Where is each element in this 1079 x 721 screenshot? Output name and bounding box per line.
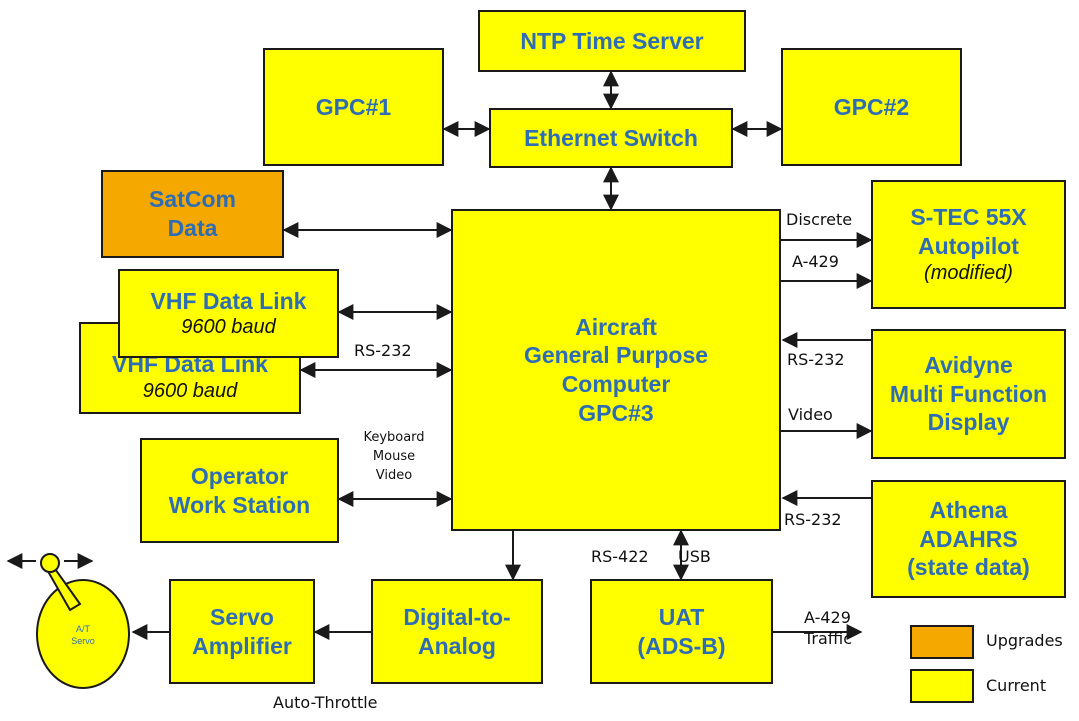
gpc2-label: GPC#2 [833,93,910,120]
video-label: Video [788,405,833,424]
servo-amplifier-box: Servo Amplifier [169,579,315,684]
legend-current-label: Current [986,676,1047,695]
a429-autopilot-label: A-429 [792,252,839,271]
avidyne-label-line3: Display [927,409,1010,436]
usb-label: USB [678,547,711,566]
avidyne-label-line2: Multi Function [889,380,1048,407]
athena-label-line1: Athena [929,496,1008,523]
a429-traffic-line1: A-429 [804,608,851,627]
uat-label-line2: (ADS-B) [637,632,726,659]
gpc1-label: GPC#1 [315,93,392,120]
digital-to-analog-box: Digital-to- Analog [371,579,543,684]
ethernet-switch-box: Ethernet Switch [489,108,733,168]
ntp-time-server-box: NTP Time Server [478,10,746,72]
stec-autopilot-box: S-TEC 55X Autopilot (modified) [871,180,1066,309]
athena-label-line3: (state data) [907,554,1030,581]
operator-label-line1: Operator [190,462,289,489]
legend-upgrades-swatch [910,625,974,659]
aircraft-label-line3: Computer [561,371,671,397]
at-servo-line2: Servo [71,635,95,646]
d2a-label-line1: Digital-to- [403,603,511,630]
a429-traffic-line2: Traffic [804,628,853,648]
legend-current-swatch [910,669,974,703]
servo-amp-label-line1: Servo [210,603,274,630]
gpc2-box: GPC#2 [781,48,962,166]
satcom-label-line2: Data [167,215,218,241]
aircraft-gpc3-box: Aircraft General Purpose Computer GPC#3 [451,209,781,531]
keyboard-mouse-video-label: Keyboard Mouse Video [355,429,433,486]
auto-throttle-label: Auto-Throttle [273,693,378,712]
stec-modified-label: (modified) [924,261,1013,284]
aircraft-label-line2: General Purpose [523,342,709,369]
stec-label-line2: Autopilot [918,233,1019,259]
avidyne-mfd-box: Avidyne Multi Function Display [871,329,1066,459]
aircraft-label-line4: GPC#3 [578,399,654,426]
vhf-front-title: VHF Data Link [150,287,307,314]
ntp-time-server-label: NTP Time Server [520,27,704,54]
uat-label-line1: UAT [658,603,705,630]
stec-label-line1: S-TEC 55X [910,204,1027,231]
uat-adsb-box: UAT (ADS-B) [590,579,773,684]
servo-amp-label-line2: Amplifier [192,632,292,659]
discrete-label: Discrete [786,210,853,229]
kmv-line1: Keyboard [363,430,425,445]
at-servo-label: A/T Servo [63,624,103,647]
rs232-vhf-label: RS-232 [354,341,412,360]
athena-label-line2: ADAHRS [919,525,1018,552]
a429-traffic-label: A-429 Traffic [804,608,852,650]
legend-upgrades-label: Upgrades [986,631,1063,650]
vhf-data-link-box-front: VHF Data Link 9600 baud [118,269,339,358]
athena-adahrs-box: Athena ADAHRS (state data) [871,480,1066,598]
gpc1-box: GPC#1 [263,48,444,166]
throttle-lever-icon [36,553,130,689]
throttle-knob [40,553,60,573]
at-servo-circle [36,579,130,689]
rs422-label: RS-422 [591,547,649,566]
rs232-avidyne-label: RS-232 [787,350,845,369]
aircraft-label-line1: Aircraft [575,313,657,340]
operator-label-line2: Work Station [168,491,311,518]
satcom-data-box: SatCom Data [101,170,284,258]
vhf-front-baud: 9600 baud [181,316,276,339]
d2a-label-line2: Analog [418,632,496,659]
kmv-line3: Video [375,467,413,483]
avidyne-label-line1: Avidyne [924,351,1013,378]
satcom-label-line1: SatCom [149,186,236,213]
kmv-line2: Mouse [372,448,416,464]
rs232-athena-label: RS-232 [784,510,842,529]
vhf-back-baud: 9600 baud [142,380,238,402]
operator-work-station-box: Operator Work Station [140,438,339,543]
ethernet-switch-label: Ethernet Switch [524,124,698,151]
at-servo-line1: A/T [75,624,90,634]
